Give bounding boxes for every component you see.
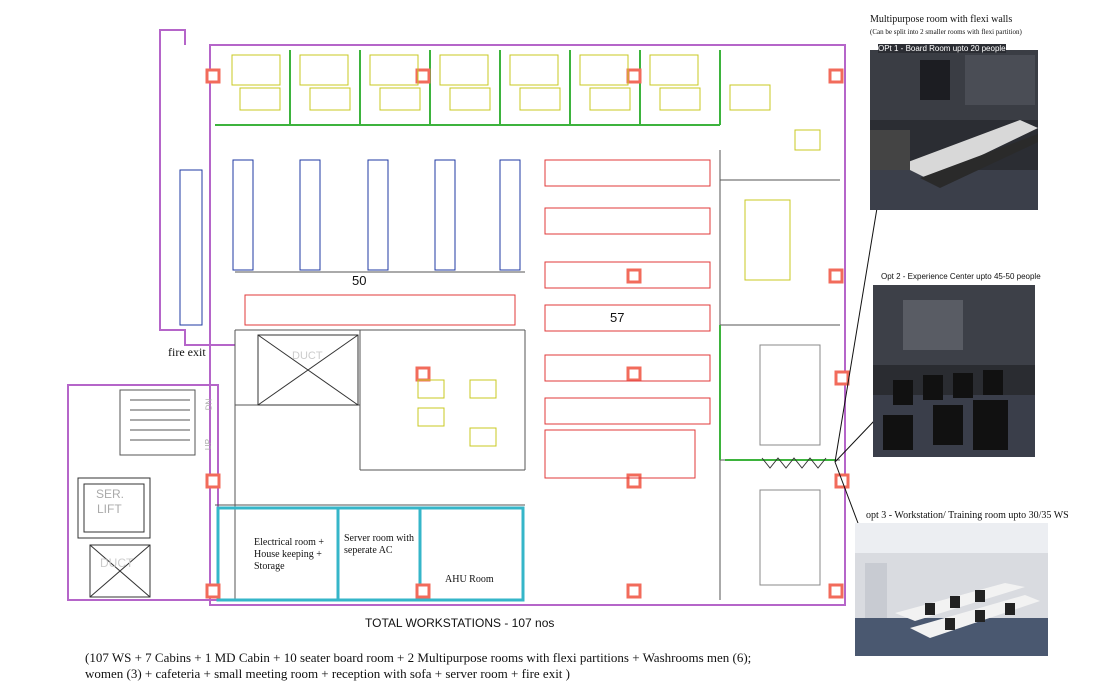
total-workstations: TOTAL WORKSTATIONS - 107 nos xyxy=(365,616,555,630)
summary-line-1: (107 WS + 7 Cabins + 1 MD Cabin + 10 sea… xyxy=(85,650,752,665)
opt3-caption: opt 3 - Workstation/ Training room upto … xyxy=(866,510,1069,521)
duct-bottom-label: DUCT xyxy=(100,556,134,570)
server-room-label: Server room with seperate AC xyxy=(344,533,414,556)
cafeteria-tables xyxy=(417,379,497,447)
ser-lift-label-1: SER. xyxy=(96,487,125,501)
outer-walls xyxy=(67,29,846,606)
opt1-caption: OPt 1 - Board Room upto 20 people xyxy=(878,44,1006,53)
ser-lift-label-2: LIFT xyxy=(97,502,122,516)
staircase xyxy=(119,389,196,456)
stair-dn-label: DN xyxy=(204,398,214,411)
workstation-clusters-left xyxy=(179,159,521,326)
opt2-caption: Opt 2 - Experience Center upto 45-50 peo… xyxy=(881,272,1041,281)
duct-bottom xyxy=(89,544,151,598)
structural-columns xyxy=(205,68,850,599)
multipurpose-seating xyxy=(759,344,821,586)
callout-subtitle: (Can be split into 2 smaller rooms with … xyxy=(870,28,1022,36)
summary-line-2: women (3) + cafeteria + small meeting ro… xyxy=(85,666,570,681)
count-center: 57 xyxy=(610,310,625,325)
electrical-room-label: Electrical room + House keeping + Storag… xyxy=(254,537,325,572)
count-left: 50 xyxy=(352,273,367,288)
stair-up-label: UP xyxy=(204,438,214,451)
duct-top-label: DUCT xyxy=(292,350,323,362)
callout-title: Multipurpose room with flexi walls xyxy=(870,14,1013,25)
flexi-partition xyxy=(761,457,827,469)
service-lift xyxy=(77,477,151,539)
fire-exit-label: fire exit xyxy=(168,345,206,359)
duct-top xyxy=(257,334,359,406)
board-room-photo xyxy=(870,50,1038,210)
experience-center-photo xyxy=(873,285,1035,457)
ahu-room-label: AHU Room xyxy=(445,574,494,585)
desk-rows-center xyxy=(544,159,711,479)
cabin-furniture xyxy=(231,54,821,281)
bench-row-left xyxy=(244,294,516,326)
training-room-photo xyxy=(855,523,1048,656)
